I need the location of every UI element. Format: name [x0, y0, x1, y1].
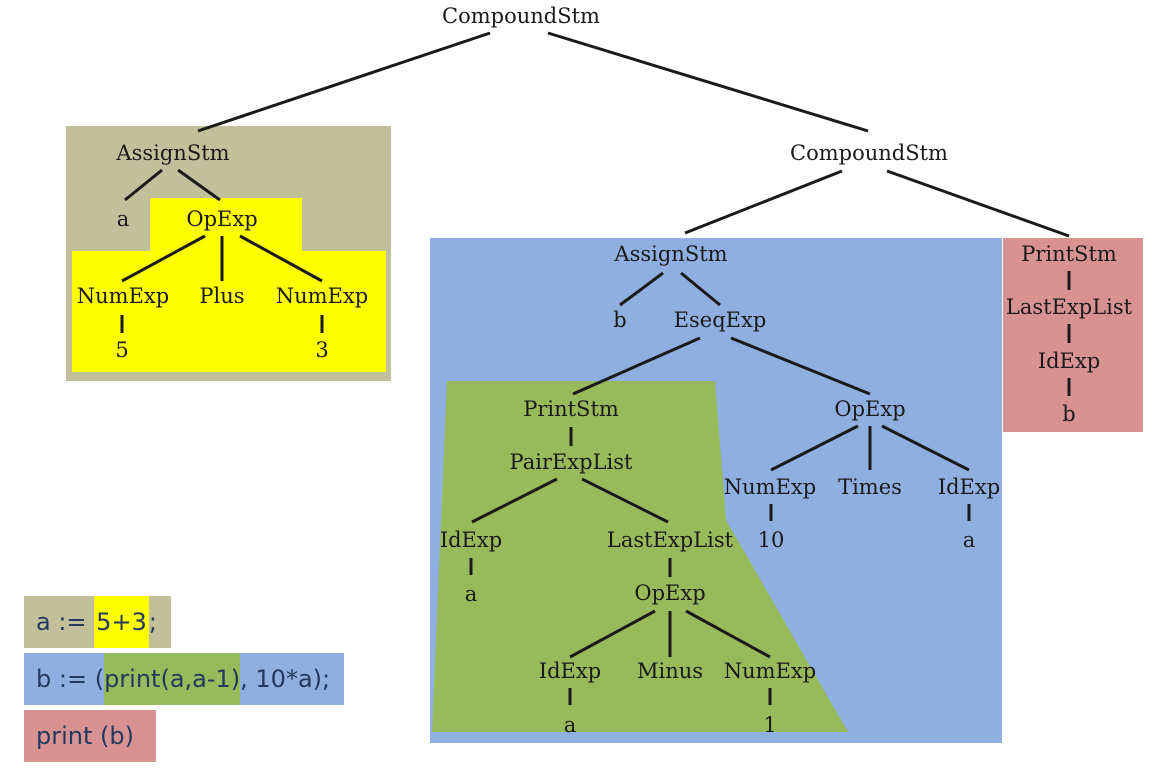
minus-node: Minus — [637, 659, 703, 683]
code-line-2-prefix: b := ( — [36, 665, 105, 693]
code-line-2-highlight: print(a,a-1) — [104, 653, 241, 705]
assignstm-b-node: AssignStm — [613, 242, 727, 266]
numexp-10-node: NumExp — [724, 475, 816, 499]
numexp-right-node: NumExp — [276, 284, 368, 308]
id-b-leaf: b — [613, 308, 626, 332]
lastexplist-node: LastExpList — [607, 528, 734, 552]
root-compoundstm-node: CompoundStm — [442, 4, 600, 28]
inner-compoundstm-node: CompoundStm — [790, 141, 948, 165]
opexp-times-node: OpExp — [834, 397, 905, 421]
id-a-leaf: a — [117, 207, 130, 231]
idexp-node: IdExp — [440, 528, 502, 552]
numexp-left-node: NumExp — [77, 284, 169, 308]
printstm-inner-node: PrintStm — [523, 397, 619, 421]
code-line-1-prefix: a := — [36, 608, 95, 636]
id-a-leaf-2: a — [465, 582, 478, 606]
code-line-1-suffix: ; — [148, 608, 157, 636]
id-a-leaf-4: a — [963, 528, 976, 552]
pairexplist-node: PairExpList — [510, 450, 634, 474]
code-line-3-text: print (b) — [36, 722, 134, 750]
tree-edges — [120, 31, 1071, 705]
plus-node: Plus — [199, 284, 244, 308]
printstm-b-node: PrintStm — [1021, 242, 1117, 266]
print-b-region — [1003, 238, 1143, 432]
idexp-node-2: IdExp — [539, 659, 601, 683]
lastexplist-b-node: LastExpList — [1006, 295, 1133, 319]
idexp-a-node: IdExp — [938, 475, 1000, 499]
num-10-leaf: 10 — [758, 528, 785, 552]
code-line-assign-a: a := 5+3; — [24, 596, 171, 648]
idexp-b-node: IdExp — [1038, 349, 1100, 373]
num-3-leaf: 3 — [315, 338, 328, 362]
num-5-leaf: 5 — [115, 338, 128, 362]
opexp-5-plus-3-region — [72, 198, 386, 372]
assignstm-a-node: AssignStm — [115, 141, 229, 165]
times-node: Times — [838, 475, 902, 499]
opexp-node: OpExp — [186, 207, 257, 231]
id-b-leaf-2: b — [1062, 402, 1075, 426]
code-line-2-suffix: , 10*a); — [240, 665, 331, 693]
code-line-assign-b: b := (print(a,a-1), 10*a); — [24, 653, 345, 705]
code-line-print-b: print (b) — [24, 710, 156, 762]
code-line-1-highlight: 5+3 — [94, 596, 149, 648]
id-a-leaf-3: a — [564, 713, 577, 737]
numexp-node-2: NumExp — [724, 659, 816, 683]
eseqexp-node: EseqExp — [674, 308, 767, 332]
opexp-inner-node: OpExp — [634, 581, 705, 605]
num-1-leaf: 1 — [763, 713, 776, 737]
